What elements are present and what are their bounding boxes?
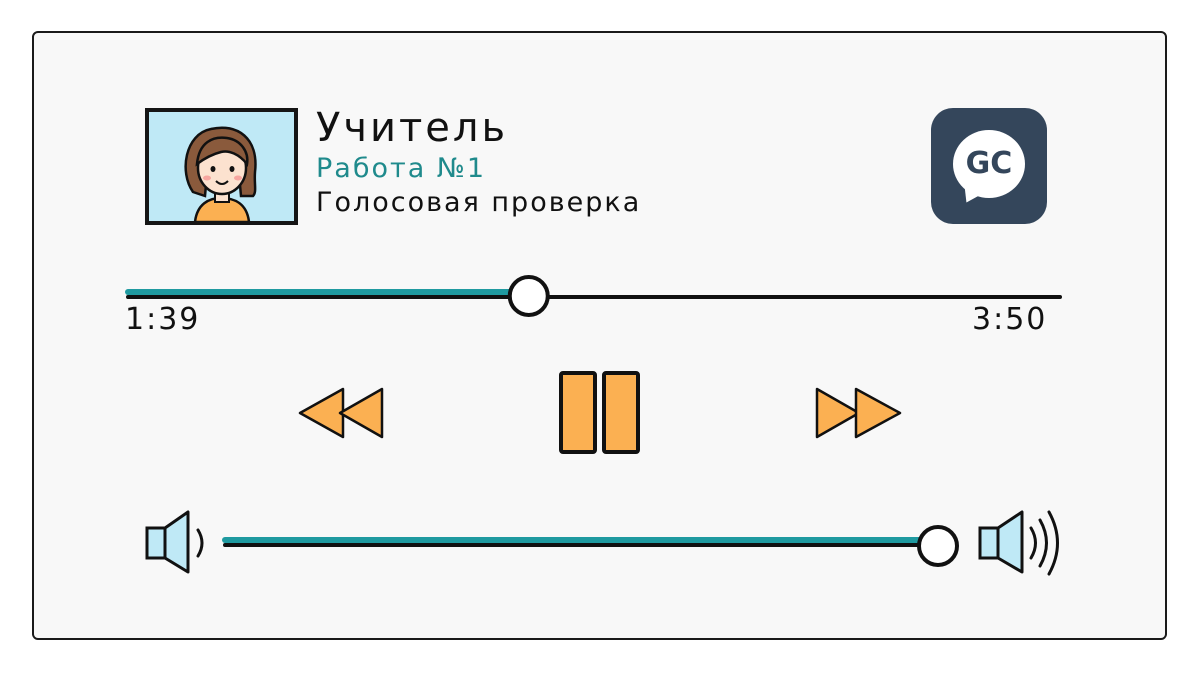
total-time: 3:50 [972,302,1048,337]
app-logo: GC [931,108,1047,224]
track-description: Голосовая проверка [316,187,642,218]
track-subtitle: Работа №1 [316,153,487,184]
teacher-avatar-icon [145,108,298,225]
rewind-icon[interactable] [298,387,384,439]
logo-text: GC [965,146,1013,181]
volume-low-icon[interactable] [145,510,204,574]
volume-knob[interactable] [917,525,959,567]
pause-icon[interactable] [559,371,640,454]
track-info: Учитель Работа №1 Голосовая проверка [316,104,641,220]
progress-knob[interactable] [507,275,550,317]
current-time: 1:39 [125,302,201,337]
logo-bubble [953,130,1025,198]
track-title: Учитель [316,105,509,151]
fast-forward-icon[interactable] [815,387,902,439]
volume-high-icon[interactable] [978,510,1059,576]
